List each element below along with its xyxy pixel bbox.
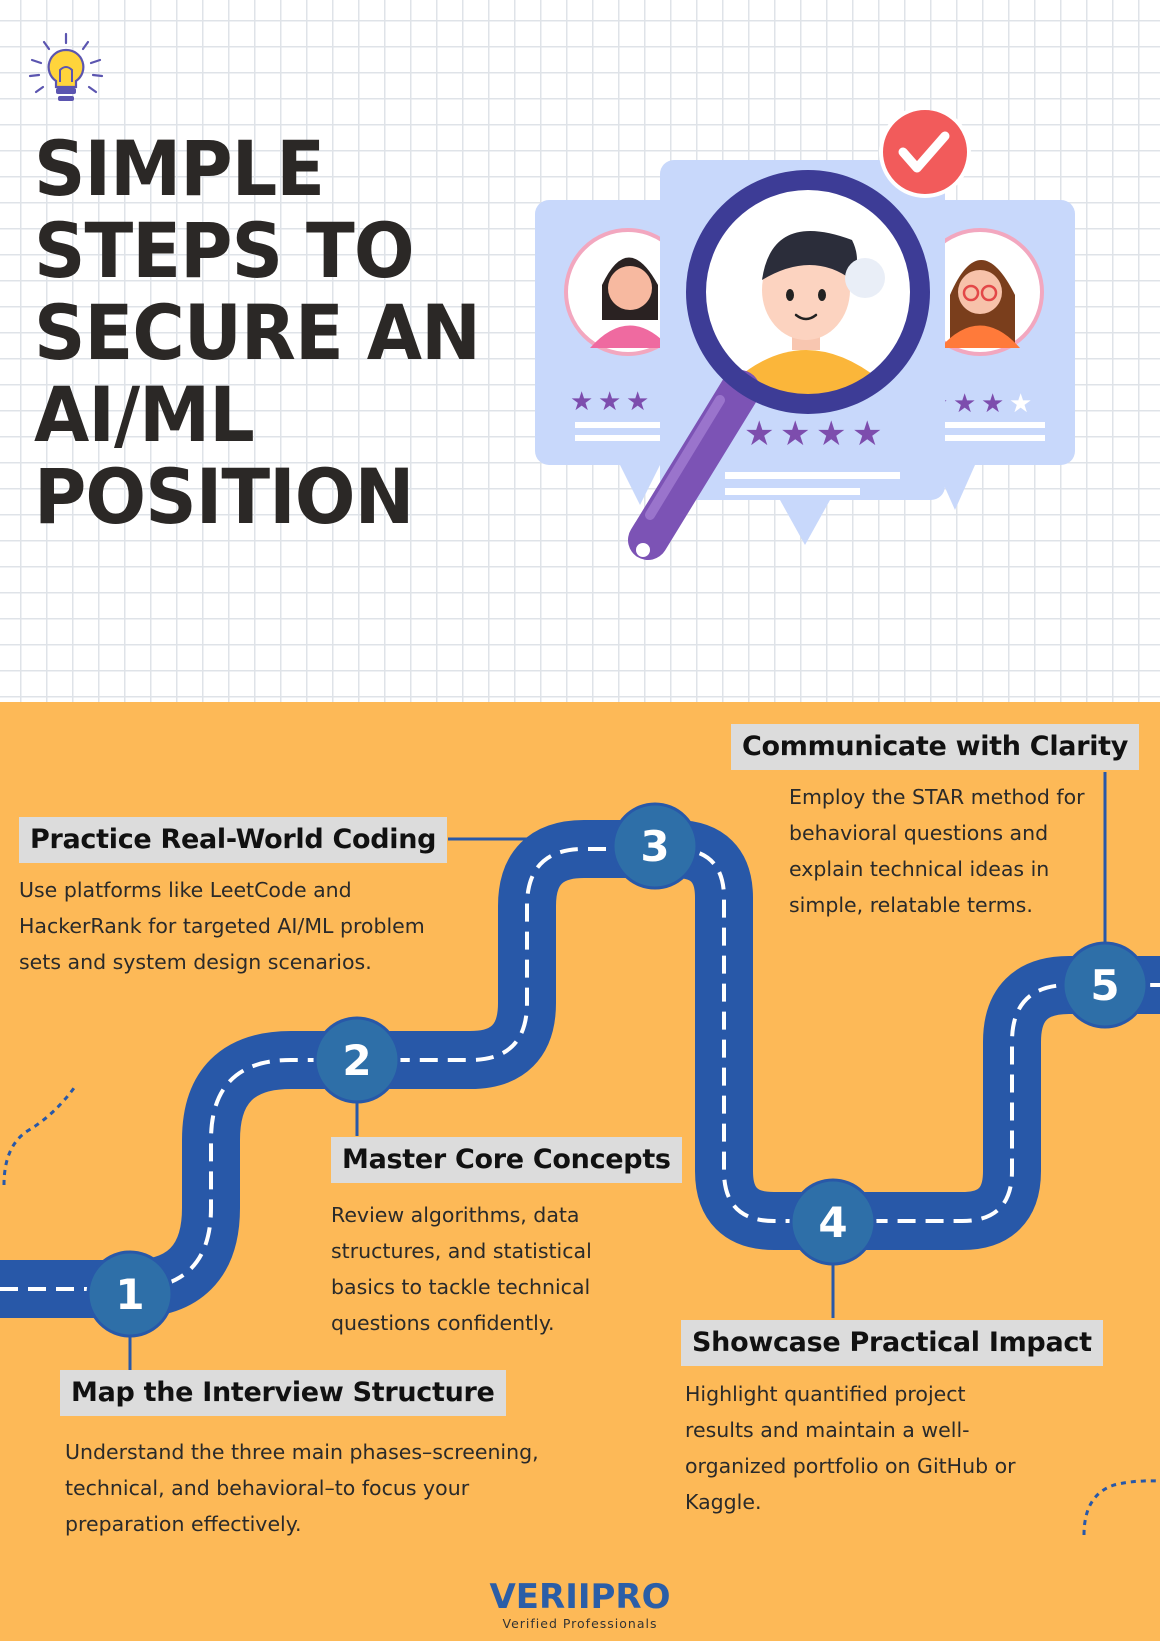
star-icon: ★ [953,389,976,419]
star-icon: ★ [626,387,649,417]
step-title: Map the Interview Structure [60,1370,506,1416]
step-marker-4: 4 [789,1178,877,1266]
step-description: Highlight quantified project results and… [685,1382,1016,1514]
step-marker-5: 5 [1061,941,1149,1029]
avatar [735,231,880,400]
step-title: Showcase Practical Impact [681,1320,1103,1366]
avatar [590,257,670,348]
magnifier-icon [628,170,930,560]
checkmark-icon [879,110,971,198]
page-title: SIMPLE STEPS TO SECURE AN AI/ML POSITION [34,124,481,541]
candidate-card-left: ★ ★ ★ [535,200,700,505]
step-title: Master Core Concepts [331,1137,682,1183]
avatar [940,260,1020,348]
step-number: 1 [115,1270,144,1319]
star-icon: ★ [744,414,774,454]
step-description: Review algorithms, data structures, and … [331,1203,592,1335]
lightbulb-icon [28,32,104,101]
step-number: 2 [342,1036,371,1085]
candidate-card-right: ★ ★ ★ ★ [910,200,1075,510]
step-description: Understand the three main phases–screeni… [65,1440,539,1536]
star-icon: ★ [780,414,810,454]
star-icon: ★ [852,414,882,454]
step-marker-3: 3 [611,802,699,890]
step-marker-2: 2 [313,1016,401,1104]
header-section: SIMPLE STEPS TO SECURE AN AI/ML POSITION… [0,0,1160,702]
star-icon: ★ [598,387,621,417]
star-icon: ★ [570,387,593,417]
brand-tagline: Verified Professionals [502,1616,658,1631]
step-number: 3 [640,822,669,871]
step-marker-1: 1 [86,1250,174,1338]
step-description: Use platforms like LeetCode and HackerRa… [19,878,425,974]
star-icon: ★ [816,414,846,454]
star-rating: ★ ★ ★ [570,387,649,417]
candidate-search-illustration: ★ ★ ★ ★ [535,110,1075,560]
star-rating: ★ ★ ★ ★ [744,414,882,454]
step-number: 5 [1090,961,1119,1010]
star-icon: ★ [981,389,1004,419]
step-description: Employ the STAR method for behavioral qu… [789,785,1085,917]
step-number: 4 [818,1198,847,1247]
brand-logo: VERIIPRO Verified Professionals [430,1578,730,1631]
brand-name: VERIIPRO [489,1577,671,1617]
star-icon: ★ [1009,389,1032,419]
step-title: Communicate with Clarity [731,724,1140,770]
step-title: Practice Real-World Coding [19,817,448,863]
